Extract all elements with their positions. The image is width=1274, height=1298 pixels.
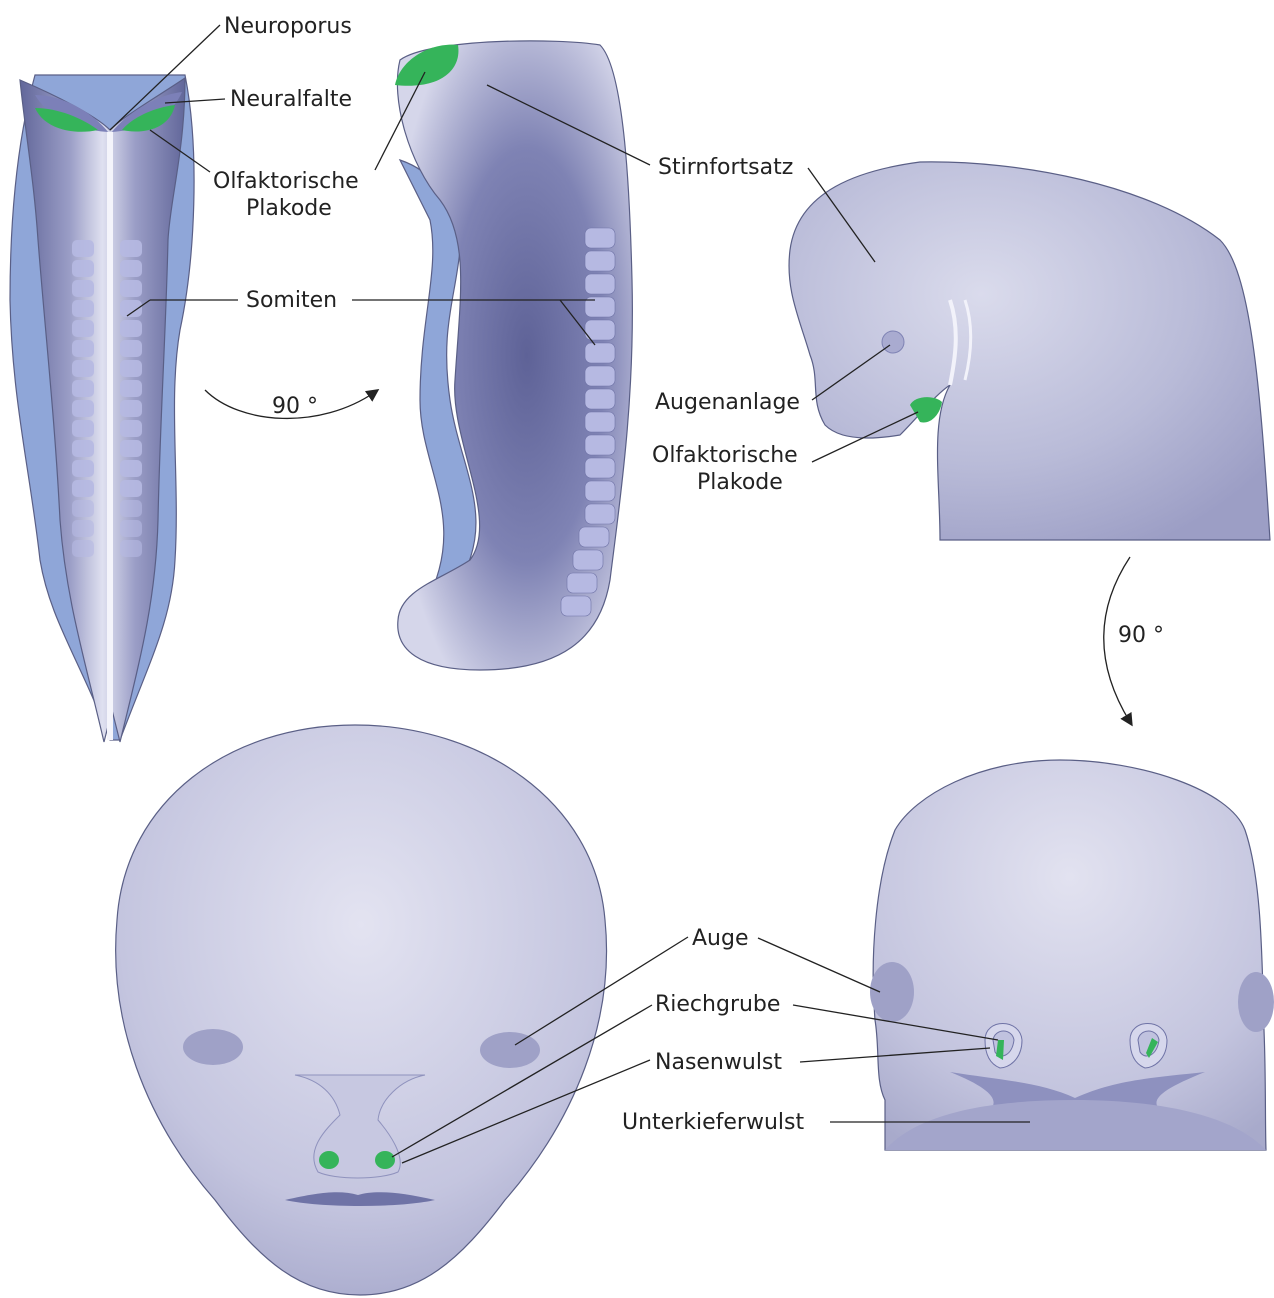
dorsal-somite-right-2	[120, 260, 142, 277]
early-eye-right	[1238, 972, 1274, 1032]
dorsal-somite-right-13	[120, 480, 142, 497]
lateral-somite-15	[573, 550, 603, 570]
label-olfaktorische-1a: Olfaktorische	[213, 169, 359, 194]
lateral-head-body	[789, 162, 1270, 540]
dorsal-somite-right-9	[120, 400, 142, 417]
lateral-head-figure	[789, 162, 1270, 540]
dorsal-somite-left-12	[72, 460, 94, 477]
dorsal-somite-left-3	[72, 280, 94, 297]
label-unterkieferwulst: Unterkieferwulst	[622, 1110, 804, 1135]
rotation-label-1: 90 °	[272, 394, 318, 419]
lateral-somite-6	[585, 343, 615, 363]
dorsal-somite-left-4	[72, 300, 94, 317]
label-nasenwulst: Nasenwulst	[655, 1050, 782, 1075]
dorsal-somite-right-8	[120, 380, 142, 397]
dorsal-somite-right-15	[120, 520, 142, 537]
lateral-somite-7	[585, 366, 615, 386]
face-eye-left	[183, 1029, 243, 1065]
dorsal-somite-left-15	[72, 520, 94, 537]
dorsal-somite-left-11	[72, 440, 94, 457]
dorsal-somite-right-14	[120, 500, 142, 517]
dorsal-somite-left-1	[72, 240, 94, 257]
dorsal-somite-left-6	[72, 340, 94, 357]
face-eye-right	[480, 1032, 540, 1068]
label-somiten: Somiten	[246, 288, 337, 313]
face-outline	[116, 725, 607, 1295]
dorsal-somite-left-5	[72, 320, 94, 337]
dorsal-somite-right-3	[120, 280, 142, 297]
label-neuralfalte: Neuralfalte	[230, 87, 352, 112]
nasal-pit-left	[319, 1151, 339, 1169]
dorsal-somite-left-8	[72, 380, 94, 397]
dorsal-somite-right-5	[120, 320, 142, 337]
rotation-label-2: 90 °	[1118, 623, 1164, 648]
lateral-somite-11	[585, 458, 615, 478]
dorsal-somite-right-10	[120, 420, 142, 437]
dorsal-somite-right-16	[120, 540, 142, 557]
dorsal-somite-left-13	[72, 480, 94, 497]
dorsal-embryo-figure	[10, 75, 194, 742]
dorsal-somite-right-6	[120, 340, 142, 357]
early-eye-left	[870, 962, 914, 1022]
lateral-somite-12	[585, 481, 615, 501]
dorsal-somite-right-1	[120, 240, 142, 257]
label-riechgrube: Riechgrube	[655, 992, 780, 1017]
dorsal-somite-left-9	[72, 400, 94, 417]
dorsal-somite-left-7	[72, 360, 94, 377]
dorsal-somite-left-10	[72, 420, 94, 437]
lateral-somite-2	[585, 251, 615, 271]
label-olfaktorische-1b: Plakode	[246, 196, 332, 221]
lateral-somite-13	[585, 504, 615, 524]
nasal-pit-right	[375, 1151, 395, 1169]
dorsal-somite-right-12	[120, 460, 142, 477]
rotation-arrow-1: 90 °	[205, 390, 375, 419]
early-face-outline	[873, 760, 1266, 1150]
dorsal-somite-right-7	[120, 360, 142, 377]
label-olfaktorische-2a: Olfaktorische	[652, 443, 798, 468]
early-face-figure	[870, 760, 1274, 1150]
label-stirnfortsatz: Stirnfortsatz	[658, 155, 793, 180]
lateral-somite-3	[585, 274, 615, 294]
eye-primordium	[882, 331, 904, 353]
label-olfaktorische-2b: Plakode	[697, 470, 783, 495]
label-auge: Auge	[692, 926, 749, 951]
label-augenanlage: Augenanlage	[655, 390, 800, 415]
lateral-somite-9	[585, 412, 615, 432]
frontal-face-figure	[116, 725, 607, 1295]
dorsal-somite-left-14	[72, 500, 94, 517]
lateral-somite-17	[561, 596, 591, 616]
dorsal-somite-right-11	[120, 440, 142, 457]
label-neuroporus: Neuroporus	[224, 14, 352, 39]
dorsal-somite-left-16	[72, 540, 94, 557]
lateral-somite-10	[585, 435, 615, 455]
lateral-somite-14	[579, 527, 609, 547]
dorsal-somite-left-2	[72, 260, 94, 277]
rotation-arrow-2: 90 °	[1104, 557, 1164, 722]
lateral-somite-1	[585, 228, 615, 248]
lateral-somite-8	[585, 389, 615, 409]
lateral-embryo-figure	[395, 41, 632, 670]
lateral-somite-16	[567, 573, 597, 593]
